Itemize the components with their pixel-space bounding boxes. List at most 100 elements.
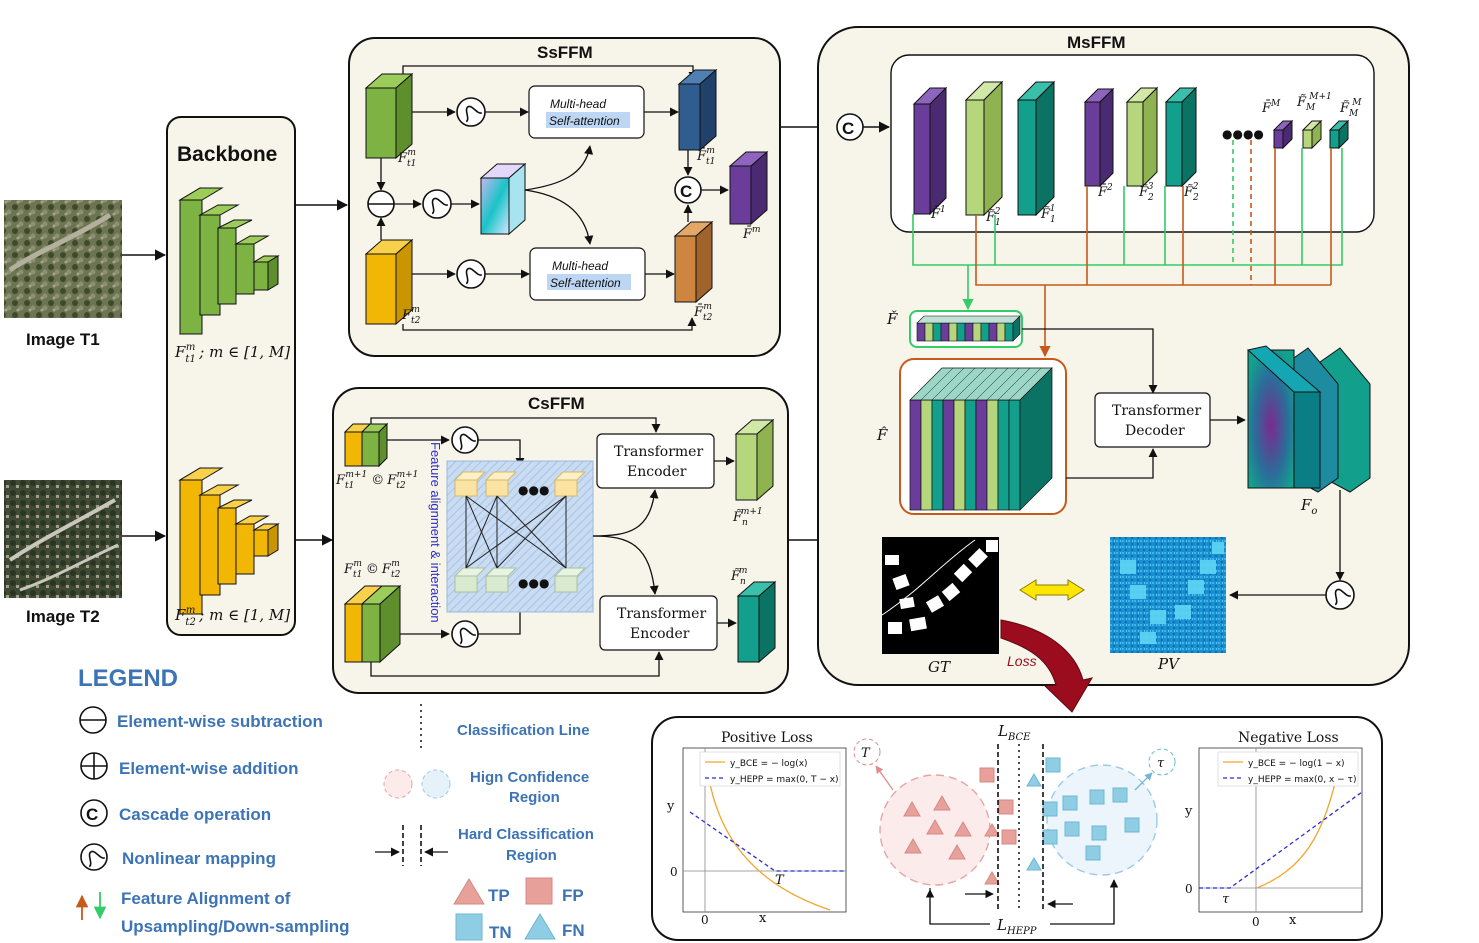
legend-hard-line2: Region bbox=[506, 847, 557, 864]
svg-text:T: T bbox=[775, 873, 785, 888]
ms-label-1: F̃12 bbox=[985, 207, 1001, 228]
negative-hepp-curve bbox=[1199, 791, 1363, 889]
up-down-arrows-icon bbox=[75, 892, 107, 920]
l-bce-label: LBCE bbox=[997, 722, 1031, 743]
positive-plot-frame bbox=[682, 747, 847, 913]
svg-text:y: y bbox=[666, 799, 675, 814]
svg-text:0: 0 bbox=[701, 913, 709, 927]
backbone-pyramid-t1 bbox=[178, 187, 280, 335]
input-t1: Image T1 bbox=[4, 200, 122, 349]
legend-title: LEGEND bbox=[78, 665, 178, 692]
svg-text:FP: FP bbox=[562, 886, 584, 905]
ms-label-8: F̃MM bbox=[1339, 98, 1362, 119]
ssffm-fbar-label: F̄m bbox=[742, 225, 761, 242]
loss-panel: Positive Loss y_BCE = − log(x) y_HEPP = … bbox=[651, 716, 1383, 941]
svg-text:x: x bbox=[759, 911, 767, 926]
ssffm-fbar-t1-label: F̄t1m bbox=[696, 146, 715, 167]
msffm-title: MsFFM bbox=[1067, 33, 1126, 52]
f-o-label: Fo bbox=[1300, 496, 1317, 517]
loss-middle-illustration: T τ bbox=[853, 722, 1176, 937]
svg-text:Multi-head: Multi-head bbox=[552, 259, 608, 273]
compare-arrow-icon bbox=[1019, 579, 1085, 601]
csffm-panel: CsFFM Ft1m+1©Ft2m+1 Ft1m©Ft2m Feature al… bbox=[332, 387, 789, 694]
ssffm-fbar-t2-label: F̄t2m bbox=[693, 302, 713, 323]
svg-text:Encoder: Encoder bbox=[630, 626, 690, 642]
backbone-t2-feature: Ft2m; m ∈ [1, M] bbox=[174, 605, 290, 628]
legend-high-confidence-line1: Hign Confidence bbox=[470, 769, 589, 786]
sigmoid-icon bbox=[456, 97, 486, 127]
ssffm-title: SsFFM bbox=[537, 43, 593, 62]
csffm-out-top-label: F̃nm+1 bbox=[732, 507, 763, 528]
cascade-icon bbox=[80, 799, 108, 827]
legend-cascade: Cascade operation bbox=[119, 805, 271, 824]
negative-loss-title: Negative Loss bbox=[1238, 730, 1339, 746]
positive-hepp-curve bbox=[689, 811, 846, 872]
csffm-side-label: Feature alignment & interaction bbox=[428, 442, 443, 623]
ms-label-6: F̄M bbox=[1261, 99, 1281, 116]
svg-text:Transformer: Transformer bbox=[1112, 403, 1201, 419]
high-confidence-neg-icon bbox=[421, 769, 451, 799]
svg-text:Transformer: Transformer bbox=[614, 444, 703, 460]
tn-icon bbox=[455, 913, 483, 941]
prediction-image bbox=[1110, 537, 1226, 653]
f-hat-stack bbox=[909, 367, 1053, 511]
svg-text:x: x bbox=[1289, 913, 1297, 928]
svg-text:Transformer: Transformer bbox=[617, 606, 706, 622]
svg-text:τ: τ bbox=[1157, 756, 1165, 771]
ms-label-3: F̄2 bbox=[1097, 183, 1113, 200]
input-t2: Image T2 bbox=[4, 480, 122, 626]
svg-text:FN: FN bbox=[562, 921, 585, 940]
image-t2 bbox=[4, 480, 122, 598]
svg-text:y: y bbox=[1184, 804, 1193, 819]
svg-text:C: C bbox=[86, 805, 98, 824]
pv-label: PV bbox=[1157, 655, 1181, 673]
svg-text:y_BCE = − log(x): y_BCE = − log(x) bbox=[730, 759, 808, 769]
ms-label-5: F̃22 bbox=[1183, 182, 1199, 203]
svg-text:●●●●: ●●●● bbox=[1222, 127, 1264, 141]
backbone-pyramid-t2 bbox=[178, 467, 280, 615]
ms-label-4: F̃23 bbox=[1138, 182, 1154, 203]
ms-label-7: F̃MM+1 bbox=[1296, 92, 1332, 113]
backbone-panel: Backbone Ft1m; m ∈ [1, M] bbox=[166, 116, 296, 636]
svg-text:0: 0 bbox=[1185, 882, 1193, 896]
svg-text:T: T bbox=[861, 746, 871, 761]
svg-text:y_HEPP = max(0, x − τ): y_HEPP = max(0, x − τ) bbox=[1248, 775, 1356, 785]
hard-region-icon bbox=[375, 825, 448, 866]
svg-text:0: 0 bbox=[670, 865, 678, 879]
sigmoid-icon bbox=[451, 620, 479, 648]
svg-text:●●●: ●●● bbox=[518, 483, 549, 497]
sigmoid-icon bbox=[422, 189, 452, 219]
image-t2-label: Image T2 bbox=[26, 607, 100, 626]
routing-lines bbox=[912, 140, 1343, 358]
image-t1-label: Image T1 bbox=[26, 330, 100, 349]
l-hepp-label: LHEPP bbox=[996, 916, 1037, 937]
fp-icon bbox=[525, 877, 553, 905]
legend-addition: Element-wise addition bbox=[119, 759, 298, 778]
sigmoid-icon bbox=[1325, 580, 1355, 610]
svg-text:Self-attention: Self-attention bbox=[550, 276, 621, 290]
svg-text:Decoder: Decoder bbox=[1125, 423, 1185, 439]
csffm-in-bot-label: Ft1m©Ft2m bbox=[343, 559, 401, 580]
loss-label: Loss bbox=[1007, 653, 1037, 669]
sigmoid-icon bbox=[80, 843, 108, 871]
msffm-panel: MsFFM C ●●●● bbox=[817, 26, 1410, 713]
interaction-links bbox=[465, 495, 567, 569]
csffm-out-bot-label: F̃nm bbox=[730, 566, 747, 587]
f-check-label: F̌ bbox=[886, 310, 898, 328]
sigmoid-icon bbox=[451, 426, 479, 454]
legend: LEGEND Element-wise subtraction Element-… bbox=[75, 665, 594, 942]
f-hat-label: F̂ bbox=[876, 426, 888, 444]
legend-alignment-line2: Upsampling/Down-sampling bbox=[121, 917, 350, 936]
svg-text:τ: τ bbox=[1222, 892, 1230, 907]
legend-nonlinear: Nonlinear mapping bbox=[122, 849, 276, 868]
ms-label-0: F̄1 bbox=[930, 205, 946, 222]
tp-icon bbox=[453, 878, 485, 905]
svg-text:y_BCE = − log(1 − x): y_BCE = − log(1 − x) bbox=[1248, 759, 1345, 769]
svg-text:Self-attention: Self-attention bbox=[549, 114, 620, 128]
positive-loss-title: Positive Loss bbox=[721, 730, 813, 746]
ssffm-f-t2-label: Ft2m bbox=[401, 305, 421, 326]
f-check-stack bbox=[916, 315, 1021, 342]
legend-classification-line: Classification Line bbox=[457, 722, 590, 739]
